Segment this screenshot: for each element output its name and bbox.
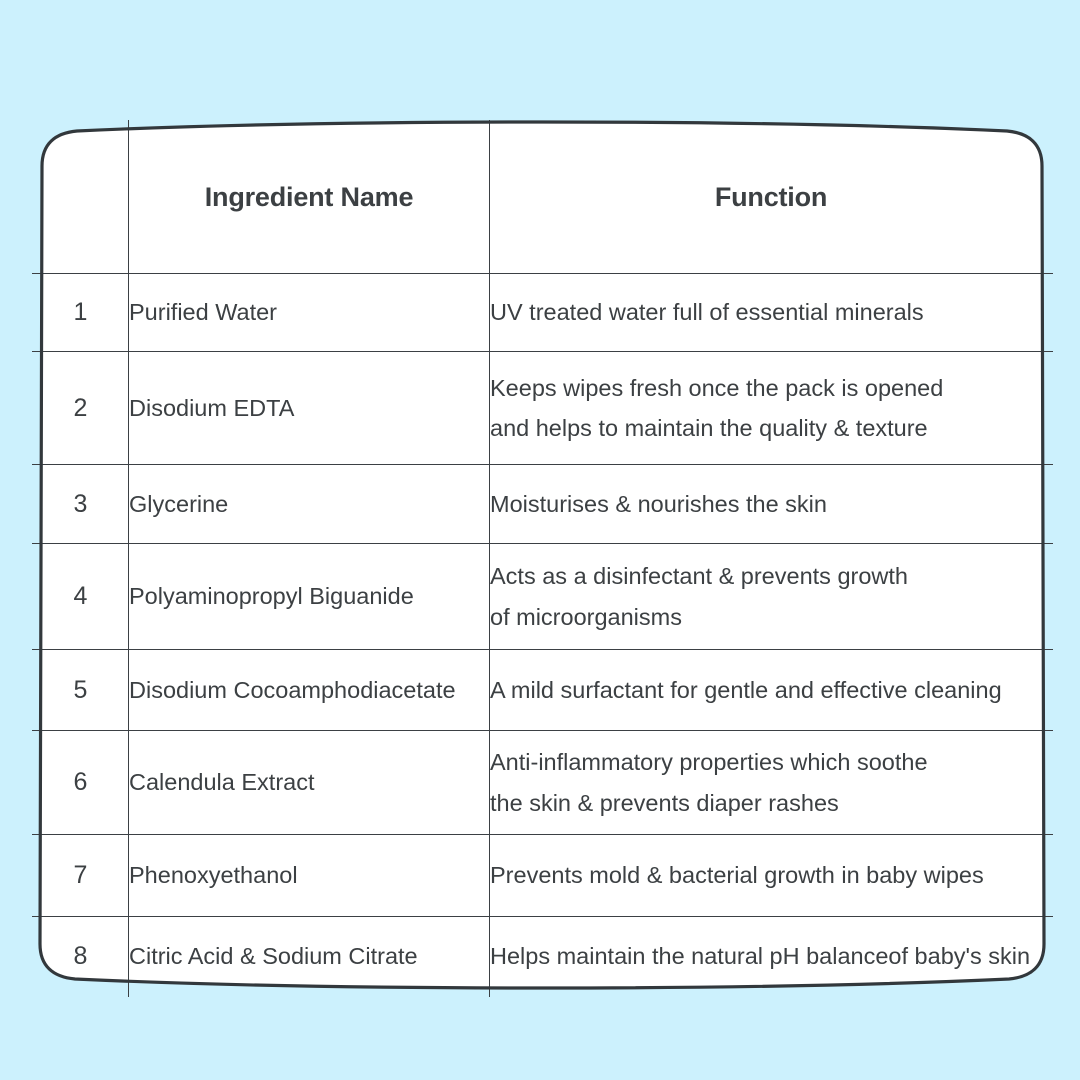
row-index: 3	[32, 464, 129, 544]
table-row: 2 Disodium EDTA Keeps wipes fresh once t…	[32, 351, 1053, 465]
header-function: Function	[489, 120, 1053, 274]
row-ingredient-name: Phenoxyethanol	[128, 834, 490, 917]
row-function-line: A mild surfactant for gentle and effecti…	[490, 676, 1002, 703]
row-function: Anti-inflammatory properties which sooth…	[489, 730, 1053, 835]
row-function: UV treated water full of essential miner…	[489, 273, 1053, 352]
table-row: 4 Polyaminopropyl Biguanide Acts as a di…	[32, 543, 1053, 650]
row-index: 7	[32, 834, 129, 917]
ingredients-table: Ingredient Name Function 1 Purified Wate…	[32, 120, 1053, 997]
row-function-line: of microorganisms	[490, 603, 682, 630]
row-index: 2	[32, 351, 129, 465]
row-function-line: UV treated water full of essential miner…	[490, 299, 924, 326]
row-function: Keeps wipes fresh once the pack is opene…	[489, 351, 1053, 465]
table-row: 8 Citric Acid & Sodium Citrate Helps mai…	[32, 916, 1053, 997]
table-row: 6 Calendula Extract Anti-inflammatory pr…	[32, 730, 1053, 835]
table-row: 7 Phenoxyethanol Prevents mold & bacteri…	[32, 834, 1053, 917]
ingredients-table-card: Ingredient Name Function 1 Purified Wate…	[32, 120, 1053, 997]
table-row: 5 Disodium Cocoamphodiacetate A mild sur…	[32, 649, 1053, 731]
row-index: 8	[32, 916, 129, 997]
table-row: 3 Glycerine Moisturises & nourishes the …	[32, 464, 1053, 544]
row-index: 6	[32, 730, 129, 835]
table-header: Ingredient Name Function	[32, 120, 1053, 274]
row-function-line: Prevents mold & bacterial growth in baby…	[490, 862, 984, 889]
row-function-line: and helps to maintain the quality & text…	[490, 415, 928, 441]
header-index-spacer	[32, 120, 129, 274]
row-function: Helps maintain the natural pH balanceof …	[489, 916, 1053, 997]
row-ingredient-name: Citric Acid & Sodium Citrate	[128, 916, 490, 997]
row-function: Moisturises & nourishes the skin	[489, 464, 1053, 544]
table-row: 1 Purified Water UV treated water full o…	[32, 273, 1053, 352]
row-ingredient-name: Purified Water	[128, 273, 490, 352]
table-header-row: Ingredient Name Function	[32, 120, 1053, 274]
row-function-line: Helps maintain the natural pH balanceof …	[490, 943, 1031, 970]
row-ingredient-name: Disodium EDTA	[128, 351, 490, 465]
row-function-line: Moisturises & nourishes the skin	[490, 490, 827, 517]
row-function-line: Acts as a disinfectant & prevents growth	[490, 563, 908, 590]
row-function-line: Anti-inflammatory properties which sooth…	[490, 749, 928, 776]
row-ingredient-name: Disodium Cocoamphodiacetate	[128, 649, 490, 731]
row-function: Prevents mold & bacterial growth in baby…	[489, 834, 1053, 917]
row-index: 4	[32, 543, 129, 650]
row-ingredient-name: Glycerine	[128, 464, 490, 544]
row-ingredient-name: Calendula Extract	[128, 730, 490, 835]
row-function: Acts as a disinfectant & prevents growth…	[489, 543, 1053, 650]
row-ingredient-name: Polyaminopropyl Biguanide	[128, 543, 490, 650]
row-function-line: the skin & prevents diaper rashes	[490, 789, 839, 816]
row-function-line: Keeps wipes fresh once the pack is opene…	[490, 374, 944, 401]
table-body: 1 Purified Water UV treated water full o…	[32, 273, 1053, 997]
row-function: A mild surfactant for gentle and effecti…	[489, 649, 1053, 731]
row-index: 1	[32, 273, 129, 352]
row-index: 5	[32, 649, 129, 731]
header-ingredient-name: Ingredient Name	[128, 120, 490, 274]
